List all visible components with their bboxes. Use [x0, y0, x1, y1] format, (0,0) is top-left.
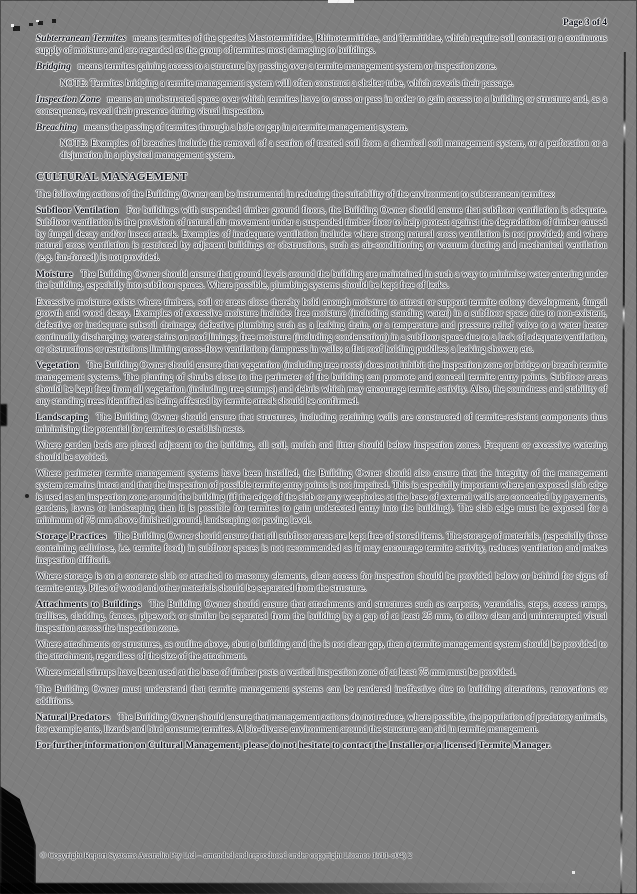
scan-speck [11, 24, 14, 27]
paragraph: The following actions of the Building Ow… [36, 189, 555, 200]
paragraph: Where garden beds are placed adjacent to… [36, 440, 607, 463]
paragraph-lead: Landscaping [36, 412, 89, 423]
paragraph-lead: Storage Practices [36, 532, 107, 543]
scan-edge-line [620, 51, 626, 894]
scan-speck [572, 871, 575, 874]
paragraph: Where storage is on a concrete slab or a… [36, 572, 607, 595]
paragraph-lead: Inspection Zone [36, 94, 101, 105]
scan-bottom-shadow [0, 883, 637, 894]
paragraph: NOTE: Termites bridging a termite manage… [60, 78, 514, 89]
paragraph: Where metal stirrups have been used at t… [36, 668, 517, 679]
paragraph: Excessive moisture exists where timbers,… [36, 297, 607, 355]
section-heading: CULTURAL MANAGEMENT [36, 170, 188, 183]
paragraph: Where attachments or structures, as outl… [36, 640, 607, 663]
copyright-footer: © Copyright Report Systems Australia Pty… [40, 851, 413, 860]
scan-speck [29, 23, 33, 26]
scan-speck [328, 0, 354, 3]
paragraph-lead: Vegetation [36, 361, 79, 372]
scan-speck [52, 19, 56, 23]
scan-speck [13, 26, 20, 31]
scan-speck [36, 20, 39, 22]
paragraph-lead: Attachments to Buildings [36, 600, 142, 611]
page-number: Page 3 of 4 [562, 18, 607, 28]
scan-speck [38, 21, 43, 25]
paragraph-lead: Breaching [36, 123, 78, 134]
paragraph-lead: Natural Predators [36, 712, 110, 723]
paragraph: NOTE: Examples of breaches include the r… [60, 139, 607, 162]
paragraph-lead: Subfloor Ventilation [36, 206, 119, 217]
paragraph-lead: Bridging [36, 62, 71, 73]
scan-blotch [0, 404, 7, 426]
paragraph-lead: Subterranean Termites [36, 34, 127, 45]
paragraph: The Building Owner must understand that … [36, 684, 607, 707]
scan-corner-shadow [0, 786, 36, 894]
paragraph: Where perimeter termite management syste… [36, 469, 607, 527]
paragraph: For further information on Cultural Mana… [36, 740, 552, 751]
scan-speck [25, 494, 29, 498]
paragraph-lead: Moisture [36, 269, 73, 280]
